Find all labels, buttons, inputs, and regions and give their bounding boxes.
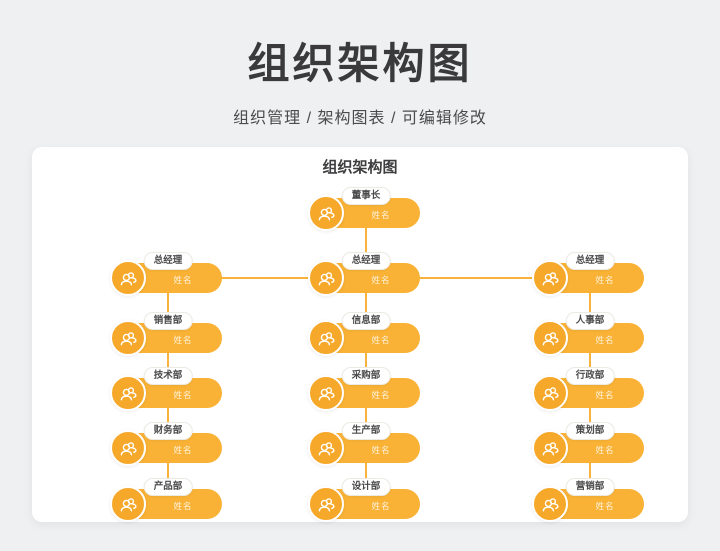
connector xyxy=(589,461,591,480)
node-title: 行政部 xyxy=(565,367,615,385)
org-node-chairman[interactable]: 董事长 姓名 xyxy=(308,187,420,231)
people-icon xyxy=(110,260,146,296)
node-title: 技术部 xyxy=(143,367,193,385)
node-title: 信息部 xyxy=(341,312,391,330)
node-title: 生产部 xyxy=(341,422,391,440)
node-name-text: 姓名 xyxy=(371,335,391,345)
node-name-text: 姓名 xyxy=(595,501,615,511)
node-title: 销售部 xyxy=(143,312,193,330)
node-name-text: 姓名 xyxy=(595,275,615,285)
people-icon xyxy=(532,430,568,466)
people-icon xyxy=(110,320,146,356)
people-icon xyxy=(308,486,344,522)
people-icon xyxy=(532,320,568,356)
node-name-text: 姓名 xyxy=(173,390,193,400)
node-name-text: 姓名 xyxy=(371,501,391,511)
org-node-dept[interactable]: 设计部 姓名 xyxy=(308,478,420,522)
node-name-text: 姓名 xyxy=(173,275,193,285)
people-icon xyxy=(308,260,344,296)
connector xyxy=(167,406,169,424)
node-title: 财务部 xyxy=(143,422,193,440)
node-title: 产品部 xyxy=(143,478,193,496)
connector xyxy=(365,406,367,424)
node-name-text: 姓名 xyxy=(173,501,193,511)
page-subtitle: 组织管理 / 架构图表 / 可编辑修改 xyxy=(233,110,487,127)
node-title: 董事长 xyxy=(341,187,391,205)
connector-managers-left xyxy=(220,277,314,279)
node-name-text: 姓名 xyxy=(595,445,615,455)
node-title: 总经理 xyxy=(341,252,391,270)
people-icon xyxy=(110,430,146,466)
org-node-dept[interactable]: 采购部 姓名 xyxy=(308,367,420,411)
node-title: 策划部 xyxy=(565,422,615,440)
org-node-manager-right[interactable]: 总经理 姓名 xyxy=(532,252,644,296)
node-name-text: 姓名 xyxy=(371,275,391,285)
org-node-dept[interactable]: 信息部 姓名 xyxy=(308,312,420,356)
people-icon xyxy=(532,375,568,411)
node-title: 采购部 xyxy=(341,367,391,385)
org-node-dept[interactable]: 产品部 姓名 xyxy=(110,478,222,522)
node-title: 人事部 xyxy=(565,312,615,330)
connector xyxy=(365,291,367,314)
people-icon xyxy=(532,260,568,296)
connector xyxy=(167,461,169,480)
node-title: 营销部 xyxy=(565,478,615,496)
people-icon xyxy=(532,486,568,522)
org-chart-card: 组织架构图 董事长 姓名 总经理 姓名 xyxy=(32,147,688,522)
node-title: 设计部 xyxy=(341,478,391,496)
org-node-dept[interactable]: 技术部 姓名 xyxy=(110,367,222,411)
people-icon xyxy=(110,486,146,522)
node-name-text: 姓名 xyxy=(595,335,615,345)
node-name-text: 姓名 xyxy=(371,390,391,400)
connector xyxy=(589,351,591,369)
node-title: 总经理 xyxy=(565,252,615,270)
node-name-text: 姓名 xyxy=(371,210,391,220)
connector xyxy=(167,291,169,314)
people-icon xyxy=(308,195,344,231)
connector xyxy=(365,351,367,369)
people-icon xyxy=(308,430,344,466)
node-name-text: 姓名 xyxy=(173,335,193,345)
org-node-dept[interactable]: 生产部 姓名 xyxy=(308,422,420,466)
node-title: 总经理 xyxy=(143,252,193,270)
people-icon xyxy=(308,375,344,411)
connector xyxy=(589,291,591,314)
page-title: 组织架构图 xyxy=(247,40,473,87)
chart-title: 组织架构图 xyxy=(322,159,398,176)
org-node-dept[interactable]: 财务部 姓名 xyxy=(110,422,222,466)
org-node-dept[interactable]: 策划部 姓名 xyxy=(532,422,644,466)
node-name-text: 姓名 xyxy=(371,445,391,455)
node-name-text: 姓名 xyxy=(173,445,193,455)
connector xyxy=(167,351,169,369)
org-node-dept[interactable]: 营销部 姓名 xyxy=(532,478,644,522)
connector-managers-right xyxy=(418,277,538,279)
org-node-dept[interactable]: 行政部 姓名 xyxy=(532,367,644,411)
org-node-dept[interactable]: 人事部 姓名 xyxy=(532,312,644,356)
org-node-manager-center[interactable]: 总经理 姓名 xyxy=(308,252,420,296)
org-node-dept[interactable]: 销售部 姓名 xyxy=(110,312,222,356)
node-name-text: 姓名 xyxy=(595,390,615,400)
connector-root-center xyxy=(365,226,367,254)
people-icon xyxy=(308,320,344,356)
connector xyxy=(589,406,591,424)
connector xyxy=(365,461,367,480)
org-node-manager-left[interactable]: 总经理 姓名 xyxy=(110,252,222,296)
people-icon xyxy=(110,375,146,411)
